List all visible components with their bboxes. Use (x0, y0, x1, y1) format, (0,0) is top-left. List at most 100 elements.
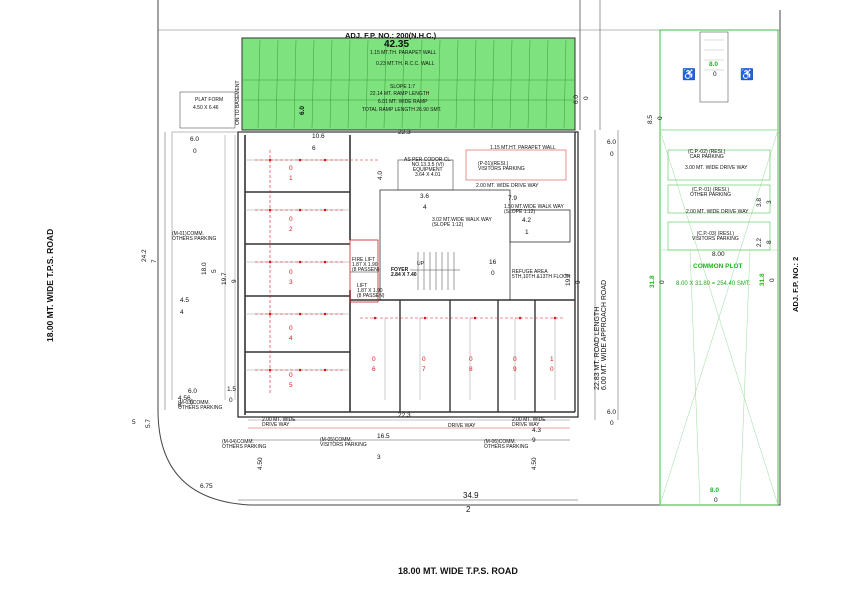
dim-0f: 0 (657, 116, 664, 120)
slot-8-b: 8 (469, 366, 473, 373)
cp-drive-a: 3.00 MT. WIDE DRIVE WAY (685, 165, 748, 171)
dim-4-56: 4.56 (178, 395, 191, 402)
platform (179, 91, 236, 129)
dim-7: 7 (151, 259, 158, 263)
slot-2-b: 2 (289, 226, 293, 233)
dim-16: 16 (489, 259, 497, 266)
dim-31-8a: 31.8 (649, 275, 656, 288)
slot-2-a: 0 (289, 216, 293, 223)
basement-ramp (241, 37, 576, 131)
slot-5-a: 0 (289, 372, 293, 379)
left-road-label: 18.00 MT. WIDE T.P.S. ROAD (45, 228, 55, 342)
plot-boundary (157, 0, 781, 506)
dim-6-0a: 6.0 (190, 136, 200, 143)
dim-4-50b: 4.50 (531, 457, 538, 470)
ramp-wall2: 0.23 MT.TH. R.C.C. WALL (376, 61, 435, 67)
dim-9c: 9 (532, 437, 536, 444)
dim-6-0e: 6.0 (573, 94, 580, 104)
left-bays (244, 135, 575, 415)
dim-0e: 0 (583, 96, 590, 100)
drive-way-4: DRIVE WAY (448, 423, 476, 429)
dim-6-0b: 6.0 (607, 139, 617, 146)
slot-7-a: 0 (422, 356, 426, 363)
slot-7-b: 7 (422, 366, 426, 373)
fire-lift-label: FIRE LIFT 1.87 X 1.90 (8 PASSEN) (352, 257, 380, 273)
right-plot-label: ADJ. F.P. NO.: 2 (791, 256, 800, 312)
ramp-wide: 6.01 MT. WIDE RAMP (378, 99, 428, 105)
dim-6-0d: 6.0 (188, 388, 198, 395)
dim-4-5: 4.5 (180, 297, 190, 304)
stair-up-label: UP (417, 261, 424, 267)
dim-0b: 0 (610, 151, 614, 158)
dim-4: 4 (180, 309, 184, 316)
dim-9b: 9 (575, 280, 582, 284)
cp-car-parking: (C.P.-02) (RESI.) CAR PARKING (688, 149, 726, 160)
refuge-area: REFUGE AREA 5TH,10TH &13TH FLOOR (512, 269, 571, 280)
dim-0a: 0 (193, 148, 197, 155)
dim-3-8: 3.8 (756, 197, 763, 207)
dim-4b: 4 (423, 204, 427, 211)
ramp-right (699, 31, 729, 103)
cp-drive-b: 2.00 MT. WIDE DRIVE WAY (686, 209, 749, 215)
dim-6a: 6 (312, 145, 316, 152)
dim-22-3b: 22.3 (398, 412, 411, 419)
dim-3: 3 (377, 454, 381, 461)
dim-4-0: 4.0 (377, 170, 384, 180)
dim-19-7a: 19.7 (221, 272, 228, 285)
bottom-others-parking2: (M-04)COMM. OTHERS PARKING (222, 439, 267, 450)
dim-0i: 0 (769, 278, 776, 282)
wheelchair-icon: ♿ (740, 69, 754, 81)
dim-0j: 0 (491, 270, 495, 277)
dim-10-6: 10.6 (312, 133, 325, 140)
dim-18-0: 18.0 (201, 262, 208, 275)
dim-0g: 0 (229, 397, 233, 404)
dim-6-75: 6.75 (200, 483, 213, 490)
cp-visitors: (C.P.-03) (RESI.) VISITORS PARKING (692, 231, 739, 242)
slot-8-a: 0 (469, 356, 473, 363)
bottom-road-label: 18.00 MT. WIDE T.P.S. ROAD (398, 566, 518, 576)
platform-size: 4.50 X 6.46 (193, 105, 219, 111)
dim-6-0c: 6.0 (607, 409, 617, 416)
dim-1: 1 (525, 229, 529, 236)
foyer-label: FOYER 2.84 X 7.40 (391, 267, 417, 278)
slot-1-a: 0 (289, 165, 293, 172)
dim-31-8b: 31.8 (759, 273, 766, 286)
dim-2-2: 2.2 (756, 237, 763, 247)
dim-7-9: 7.9 (508, 195, 518, 202)
common-plot-calc: 8.00 X 31.80 = 254.40 SMT. (676, 281, 751, 287)
dim-5: 5 (211, 269, 218, 273)
ramp-wall1: 1.15 MT.TH. PARAPET WALL (370, 50, 437, 56)
ramp-width: 42.35 (384, 39, 410, 50)
dim-2: 2 (466, 505, 471, 514)
ramp-basement: ON TO BASEMENT (235, 80, 241, 125)
ramp-slope: SLOPE 1:7 (390, 84, 416, 90)
dim-3b: 3 (766, 200, 773, 204)
dim-8-5: 8.5 (647, 114, 654, 124)
ramp-length: 22.14 MT. RAMP LENGTH (370, 91, 430, 97)
dim-1-5: 1.5 (227, 386, 237, 393)
drive-way-3: 2.00 MT. WIDE DRIVE WAY (512, 417, 546, 428)
lift-label: LIFT 1.87 X 1.90 (8 PASSEN) (357, 283, 385, 299)
slot-6-a: 0 (372, 356, 376, 363)
dim-16-5: 16.5 (377, 433, 390, 440)
top-plot-label: ADJ. F.P. NO.: 200(N.H.C.) (345, 31, 437, 40)
slot-9-a: 0 (513, 356, 517, 363)
dim-24-2: 24.2 (141, 249, 148, 262)
left-comm-parking2: (M-03)COMM. OTHERS PARKING (178, 400, 223, 411)
cp-top-dim: 8.0 (709, 61, 719, 68)
slot-3-a: 0 (289, 269, 293, 276)
slot-3-b: 3 (289, 279, 293, 286)
dim-8-00: 8.00 (712, 251, 725, 258)
dim-6b: 6 (178, 402, 182, 409)
approach-road-label: 22.83 MT. ROAD LENGTH 6.00 MT. WIDE APPR… (594, 279, 608, 390)
drive-way-2: 2.00 MT. WIDE DRIVE WAY (262, 417, 296, 428)
slot-1-b: 1 (289, 175, 293, 182)
platform-title: PLAT FORM (195, 97, 224, 103)
slot-5-b: 5 (289, 382, 293, 389)
dim-22-3a: 22.3 (398, 129, 411, 136)
walk-way-2: 1.50 MT.WIDE WALK WAY (SLOPE 1:12) (504, 204, 564, 215)
ramp-depth: 6.0 (299, 105, 306, 115)
dim-3-6: 3.6 (420, 193, 430, 200)
bottom-visitors-parking: (M-05)COMM. VISITORS PARKING (320, 437, 367, 448)
